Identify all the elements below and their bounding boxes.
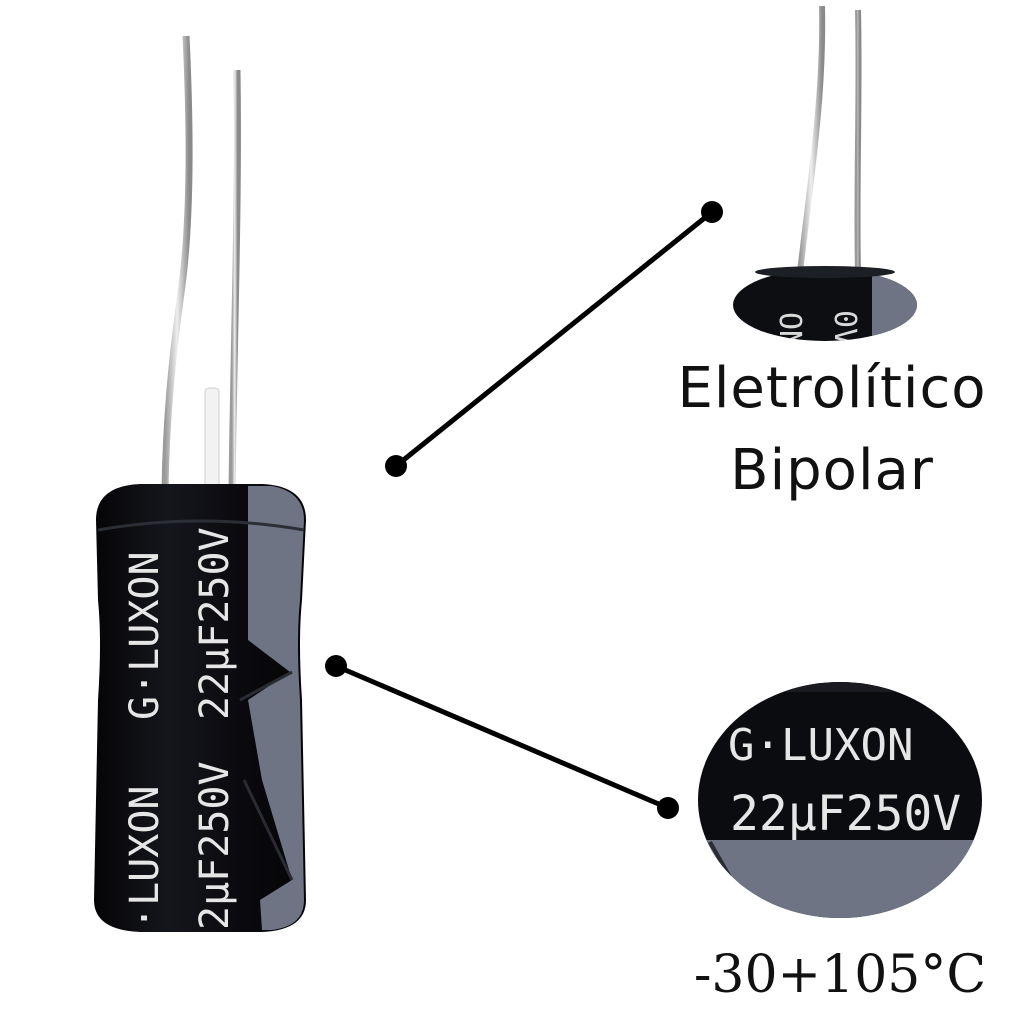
callout-bottom <box>325 655 679 819</box>
caption-type-line2: Bipolar <box>730 438 934 503</box>
zoom-rating-text: 22µF250V <box>730 786 961 842</box>
polarity-stripe <box>248 486 304 930</box>
lead-left <box>161 35 193 491</box>
body-brand-upper: G·LUXON <box>122 551 168 720</box>
capacitor-type-caption: Eletrolítico Bipolar <box>640 348 1024 512</box>
top-view-capacitor: ON 0V <box>733 5 917 348</box>
zoomed-label: G·LUXON 22µF250V <box>698 682 982 918</box>
body-brand-lower: ·LUXON <box>122 786 168 931</box>
main-capacitor: ·LUXON 2µF250V G·LUXON 22µF250V <box>94 35 306 932</box>
temperature-range-caption: -30+105°C <box>693 945 987 1005</box>
caption-type-line1: Eletrolítico <box>677 356 987 421</box>
svg-text:0V: 0V <box>827 310 862 346</box>
zoom-brand-text: G·LUXON <box>728 720 913 771</box>
body-rating-lower: 2µF250V <box>192 761 238 930</box>
callout-top <box>385 201 723 477</box>
body-rating-upper: 22µF250V <box>192 527 238 720</box>
svg-text:ON: ON <box>772 312 807 348</box>
lead-right <box>228 69 241 491</box>
rubber-seal <box>204 387 220 489</box>
